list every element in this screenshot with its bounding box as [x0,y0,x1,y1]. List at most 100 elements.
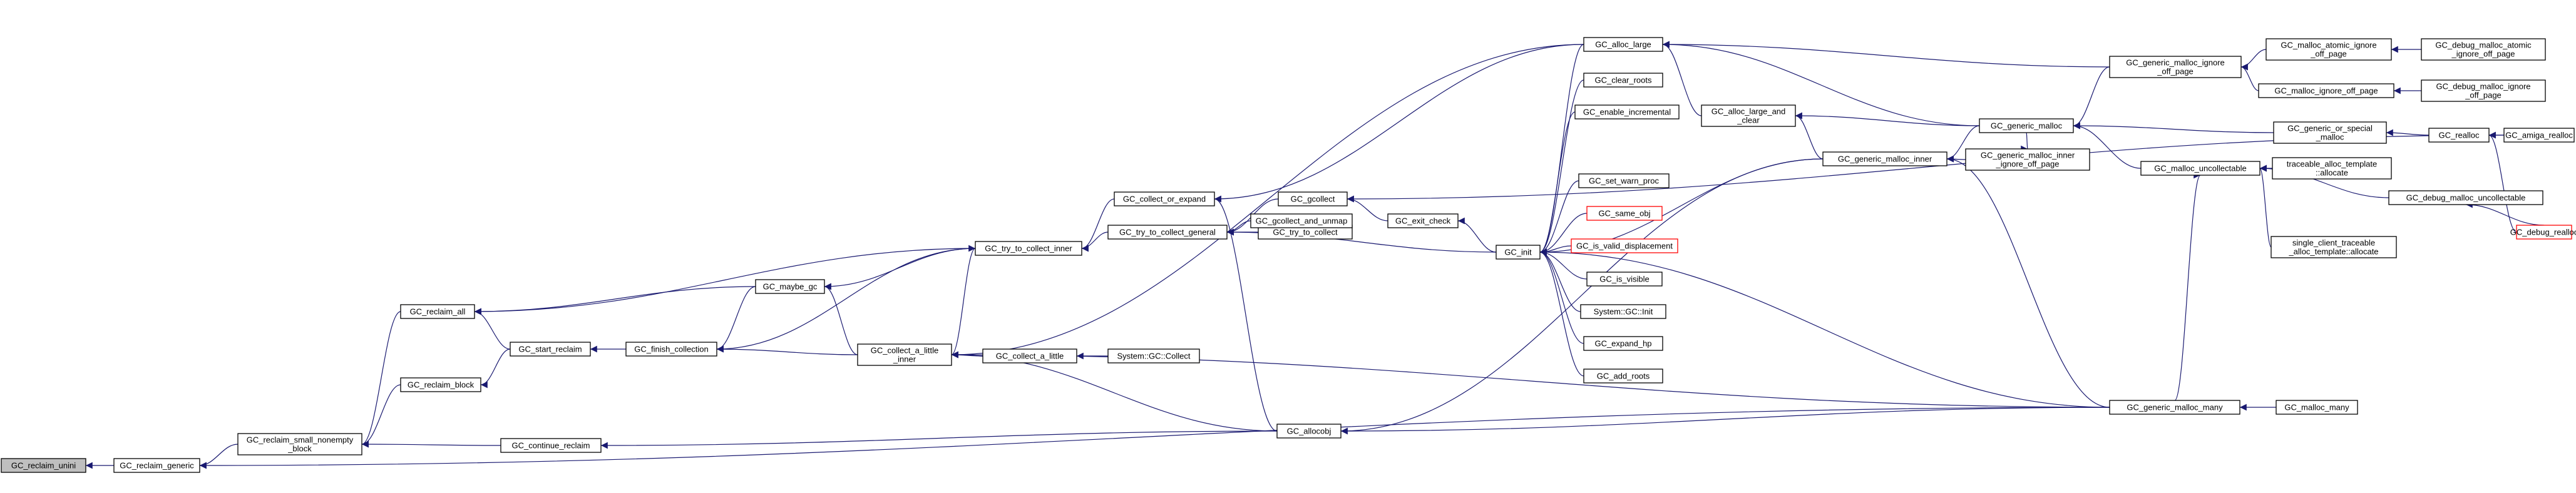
node-label: GC_generic_malloc_ignore [2126,58,2225,68]
graph-node-collect-or-expand[interactable]: GC_collect_or_expand [1114,191,1215,206]
graph-node-amiga-realloc[interactable]: GC_amiga_realloc [2503,128,2575,143]
graph-node-same-obj[interactable]: GC_same_obj [1586,206,1663,221]
node-box [2266,38,2392,61]
node-box [2503,128,2575,143]
graph-node-generic-malloc[interactable]: GC_generic_malloc [1979,118,2074,133]
graph-node-generic-malloc-many[interactable]: GC_generic_malloc_many [2109,400,2240,415]
edge-init-to-exit_check [1457,217,1497,253]
edge-try_to_collect_general-to-try_to_collect_inner [1081,231,1109,252]
edge-generic_malloc_many-to-init [1539,248,2110,408]
graph-node-generic-malloc-ignore[interactable]: GC_generic_malloc_ignore_off_page [2109,56,2242,78]
edge-start_reclaim-to-reclaim_block [480,348,511,389]
graph-node-maybe-gc[interactable]: GC_maybe_gc [755,279,825,294]
graph-node-expand-hp[interactable]: GC_expand_hp [1583,336,1663,351]
graph-node-gcollect[interactable]: GC_gcollect [1278,191,1348,206]
graph-node-collect-a-little2[interactable]: GC_collect_a_little [982,348,1077,363]
graph-node-is-valid-displacement[interactable]: GC_is_valid_displacement [1571,238,1678,253]
node-label: GC_exit_check [1395,216,1451,226]
graph-node-realloc[interactable]: GC_realloc [2428,128,2490,143]
graph-node-try-to-collect-inner[interactable]: GC_try_to_collect_inner [975,241,1082,256]
graph-node-continue-reclaim[interactable]: GC_continue_reclaim [500,438,602,453]
graph-node-is-visible[interactable]: GC_is_visible [1586,272,1663,287]
node-label: GC_finish_collection [634,345,709,354]
graph-node-reclaim-unini[interactable]: GC_reclaim_unini [1,458,86,473]
edge-reclaim_small-to-reclaim_generic [199,444,239,469]
node-label: GC_debug_realloc [2510,228,2576,237]
graph-node-alloc-large-clear[interactable]: GC_alloc_large_and_clear [1701,104,1796,127]
node-label: _off_page [2465,91,2502,100]
edge-generic_malloc_inner-to-init [1539,158,1824,256]
node-label: GC_enable_incremental [1583,108,1671,117]
edge-generic_malloc_inner-to-alloc_large_clear [1795,112,1824,160]
graph-node-generic-or-special[interactable]: GC_generic_or_special_malloc [2273,121,2387,144]
node-label: GC_gcollect_and_unmap [1256,216,1348,226]
graph-node-start-reclaim[interactable]: GC_start_reclaim [510,342,591,357]
graph-node-allocobj[interactable]: GC_allocobj [1276,424,1342,439]
node-label: _alloc_template::allocate [2288,247,2378,257]
graph-node-system-collect[interactable]: System::GC::Collect [1107,348,1200,363]
graph-node-collect-a-little[interactable]: GC_collect_a_little_inner [857,343,952,366]
graph-node-traceable-alloc[interactable]: traceable_alloc_template::allocate [2272,157,2392,180]
graph-node-reclaim-block[interactable]: GC_reclaim_block [400,377,481,392]
graph-node-exit-check[interactable]: GC_exit_check [1387,213,1459,228]
node-box [1701,104,1796,127]
node-label: ::allocate [2316,168,2348,178]
node-label: GC_alloc_large [1595,40,1651,49]
node-box [982,348,1077,363]
edge-generic_malloc_many-to-malloc_uncollectable [2174,171,2201,401]
graph-node-debug-malloc-ignore[interactable]: GC_debug_malloc_ignore_off_page [2421,79,2546,102]
graph-node-alloc-large[interactable]: GC_alloc_large [1583,37,1663,52]
node-label: GC_collect_or_expand [1123,195,1206,204]
edge-collect_a_little-to-finish_collection [716,345,858,355]
node-label: System::GC::Init [1594,307,1653,317]
graph-node-try-to-collect[interactable]: GC_try_to_collect [1258,225,1353,240]
node-label: GC_is_visible [1599,275,1649,284]
graph-node-enable-incremental[interactable]: GC_enable_incremental [1574,104,1680,119]
node-label: GC_debug_malloc_atomic [2435,41,2532,50]
node-box [400,377,481,392]
edge-clear_roots-to-init [1539,79,1584,256]
graph-node-malloc-atomic-ignore[interactable]: GC_malloc_atomic_ignore_off_page [2266,38,2392,61]
nodes-layer: GC_reclaim_unini GC_reclaim_generic GC_rec… [1,37,2576,473]
graph-node-single-client[interactable]: single_client_traceable_alloc_template::… [2271,236,2397,258]
graph-node-malloc-ignore-off-page[interactable]: GC_malloc_ignore_off_page [2258,83,2394,98]
edge-try_to_collect_inner-to-finish_collection [716,248,976,353]
graph-node-gcollect-unmap[interactable]: GC_gcollect_and_unmap [1250,213,1353,228]
edge-reclaim_block-to-reclaim_small [361,384,401,448]
edge-alloc_large-to-init [1539,44,1584,256]
graph-node-generic-malloc-inner-ignore[interactable]: GC_generic_malloc_inner_ignore_off_page [1965,148,2090,171]
graph-node-system-init[interactable]: System::GC::Init [1580,304,1666,319]
node-label: GC_try_to_collect_inner [985,244,1072,253]
node-box [113,458,200,473]
node-box [625,342,717,357]
node-box [1276,424,1342,439]
node-label: GC_debug_malloc_ignore [2436,82,2530,91]
graph-node-clear-roots[interactable]: GC_clear_roots [1583,73,1663,88]
graph-node-set-warn-proc[interactable]: GC_set_warn_proc [1578,173,1670,188]
graph-node-add-roots[interactable]: GC_add_roots [1583,368,1663,384]
edge-allocobj-to-collect_or_expand [1214,195,1278,432]
graph-node-debug-realloc[interactable]: GC_debug_realloc [2510,225,2576,240]
graph-node-debug-malloc-uncollectable[interactable]: GC_debug_malloc_uncollectable [2388,190,2543,205]
graph-node-reclaim-generic[interactable]: GC_reclaim_generic [113,458,200,473]
node-label: GC_maybe_gc [763,282,818,292]
node-box [1496,245,1541,260]
graph-node-finish-collection[interactable]: GC_finish_collection [625,342,717,357]
graph-node-try-to-collect-general[interactable]: GC_try_to_collect_general [1107,225,1228,240]
node-label: GC_add_roots [1597,372,1650,381]
node-label: GC_amiga_realloc [2505,131,2573,140]
edge-exit_check-to-gcollect [1347,195,1388,221]
graph-node-init[interactable]: GC_init [1496,245,1541,260]
graph-node-malloc-many[interactable]: GC_malloc_many [2276,400,2358,415]
edge-start_reclaim-to-reclaim_all [474,308,511,350]
graph-node-malloc-uncollectable[interactable]: GC_malloc_uncollectable [2140,161,2260,176]
graph-node-reclaim-small[interactable]: GC_reclaim_small_nonempty_block [237,433,362,455]
graph-node-reclaim-all[interactable]: GC_reclaim_all [400,304,475,319]
node-label: GC_same_obj [1598,209,1650,218]
edge-allocobj-to-continue_reclaim [600,430,1278,449]
edge-maybe_gc-to-reclaim_all [474,286,756,315]
graph-node-debug-malloc-atomic-ignore[interactable]: GC_debug_malloc_atomic_ignore_off_page [2421,38,2546,61]
node-label: GC_generic_malloc_inner [1981,151,2075,160]
graph-node-generic-malloc-inner[interactable]: GC_generic_malloc_inner [1822,151,1947,166]
